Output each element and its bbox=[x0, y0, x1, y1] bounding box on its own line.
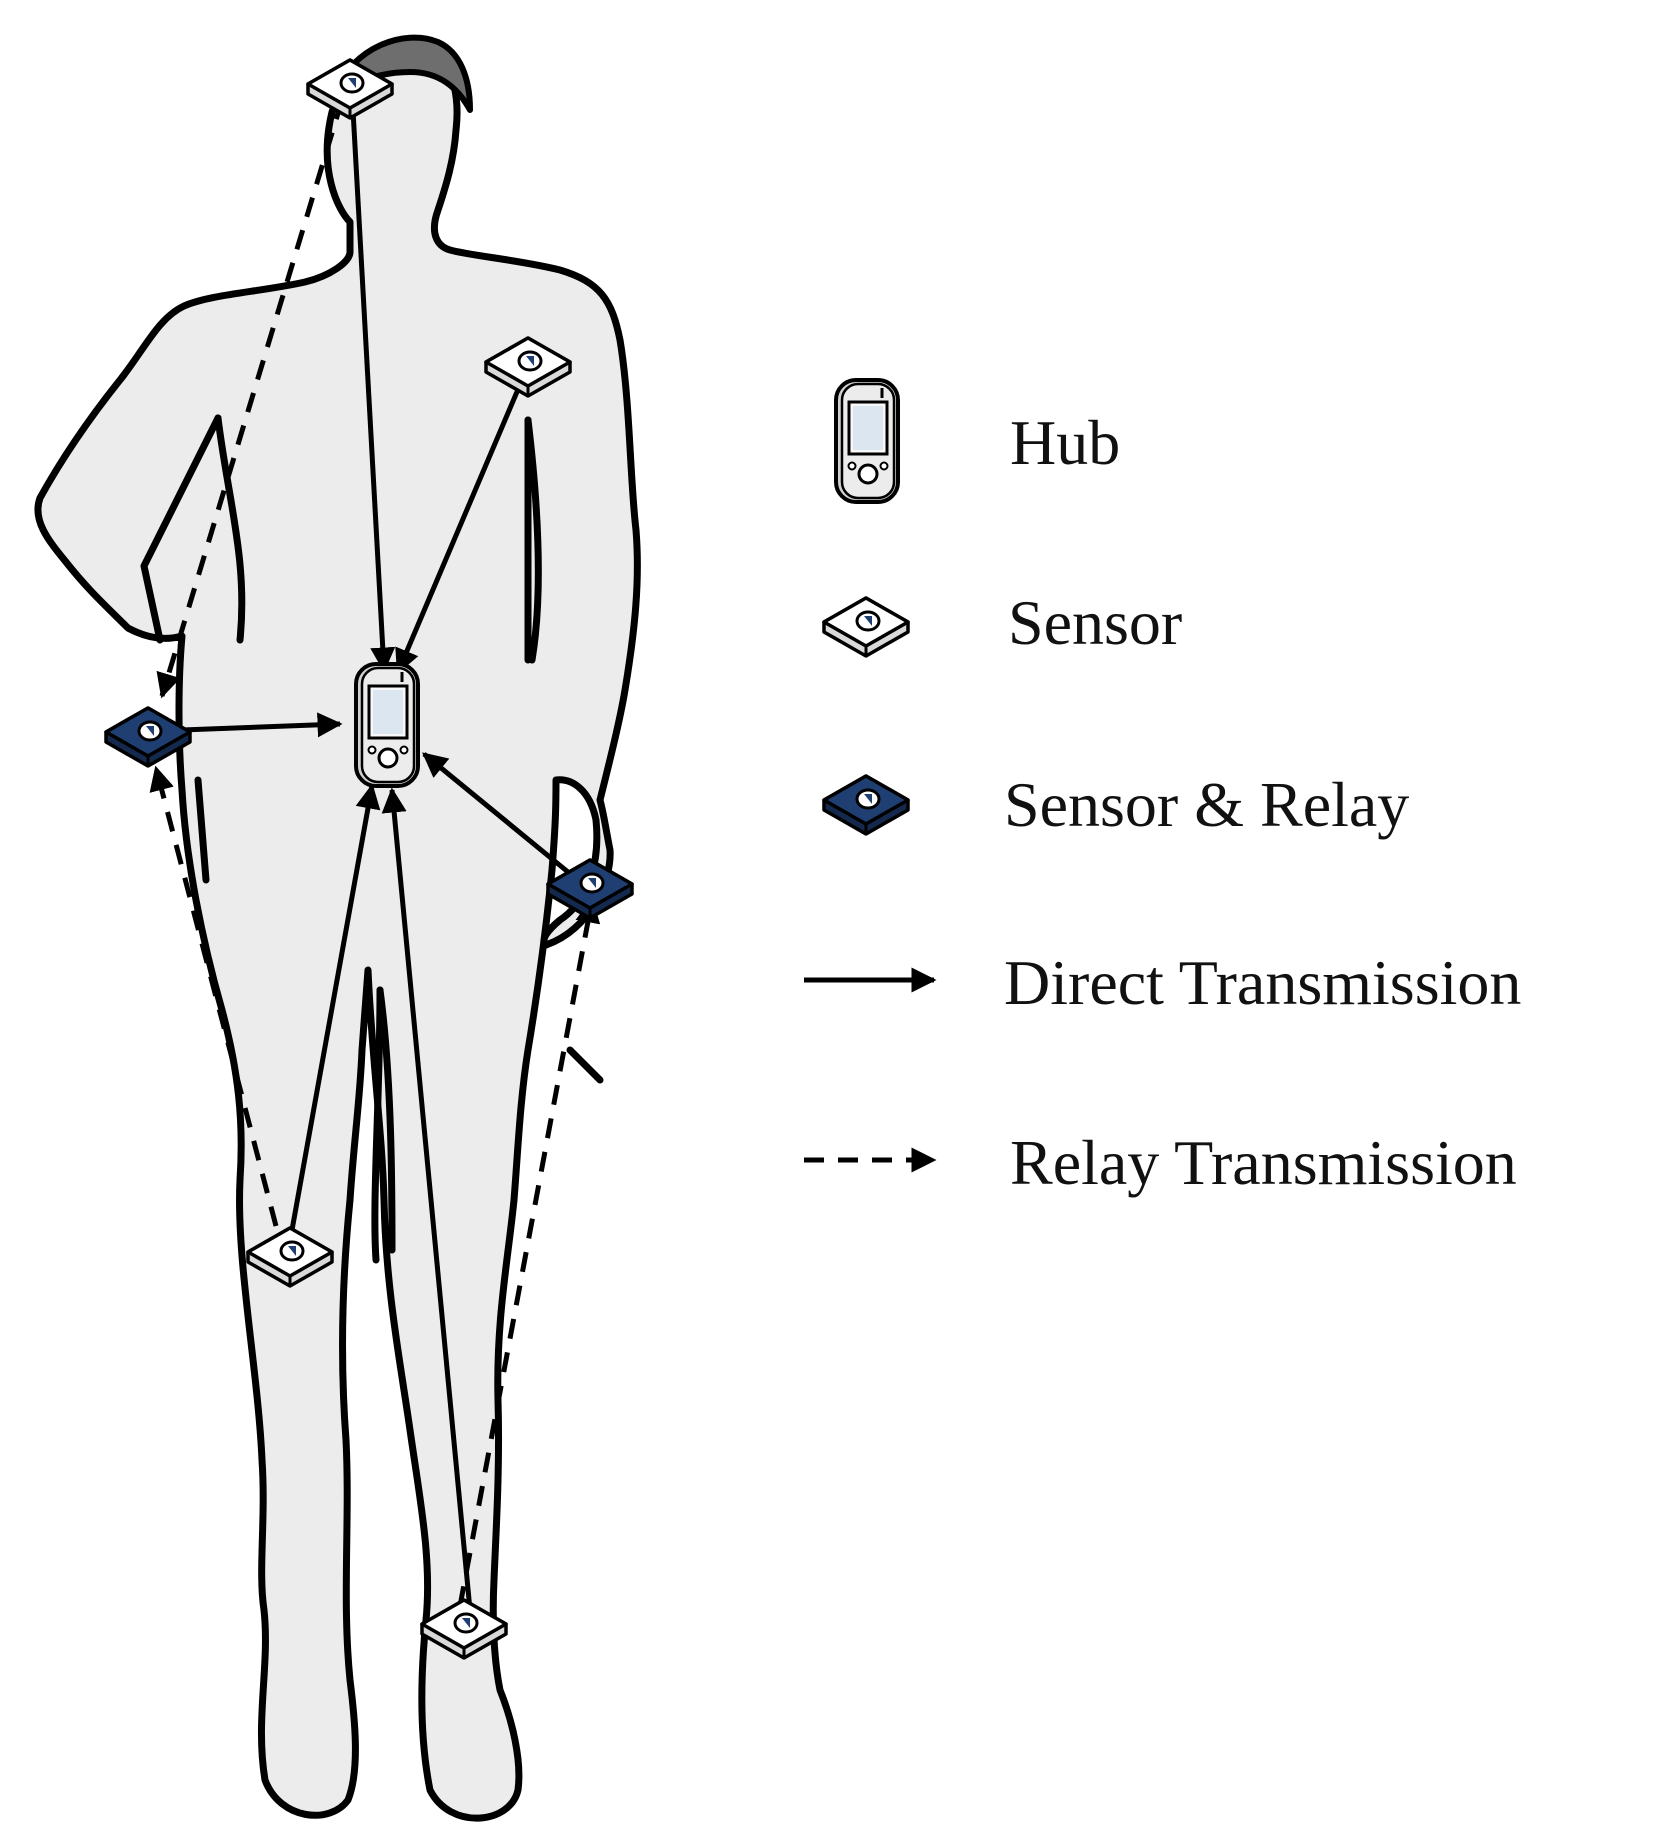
link-knee-to-hub bbox=[289, 783, 381, 1231]
legend-item-direct: Direct Transmission bbox=[804, 947, 1521, 1018]
legend: Hub Sensor Sensor & Relay Direct Transmi… bbox=[804, 378, 1521, 1198]
relay-ankle-to-right-wrist bbox=[457, 897, 601, 1607]
transmission-links bbox=[149, 91, 601, 1611]
legend-label-relay: Relay Transmission bbox=[1010, 1127, 1517, 1198]
link-left-wrist-to-hub bbox=[181, 712, 343, 738]
relay-sensor-node-icon bbox=[822, 774, 910, 836]
legend-item-sensor: Sensor bbox=[822, 587, 1182, 658]
hub-device-icon bbox=[354, 662, 420, 788]
link-right-wrist-to-hub bbox=[422, 752, 570, 874]
human-body-silhouette bbox=[34, 34, 641, 1822]
legend-label-sensor: Sensor bbox=[1008, 587, 1182, 658]
handheld-device-icon bbox=[834, 378, 900, 504]
legend-label-hub: Hub bbox=[1010, 407, 1120, 478]
link-shoulder-to-hub bbox=[395, 379, 525, 675]
sensor-node-icon bbox=[822, 596, 910, 658]
legend-label-direct: Direct Transmission bbox=[1004, 947, 1521, 1018]
relay-knee-to-left-wrist bbox=[149, 765, 279, 1227]
legend-item-hub: Hub bbox=[834, 378, 1120, 504]
legend-label-sensor-relay: Sensor & Relay bbox=[1004, 769, 1409, 840]
relay-head-to-left-wrist bbox=[156, 99, 345, 699]
link-head-to-hub bbox=[349, 91, 396, 673]
legend-item-relay: Relay Transmission bbox=[804, 1127, 1517, 1198]
link-ankle-to-hub bbox=[381, 787, 473, 1611]
legend-item-sensor-relay: Sensor & Relay bbox=[822, 769, 1409, 840]
